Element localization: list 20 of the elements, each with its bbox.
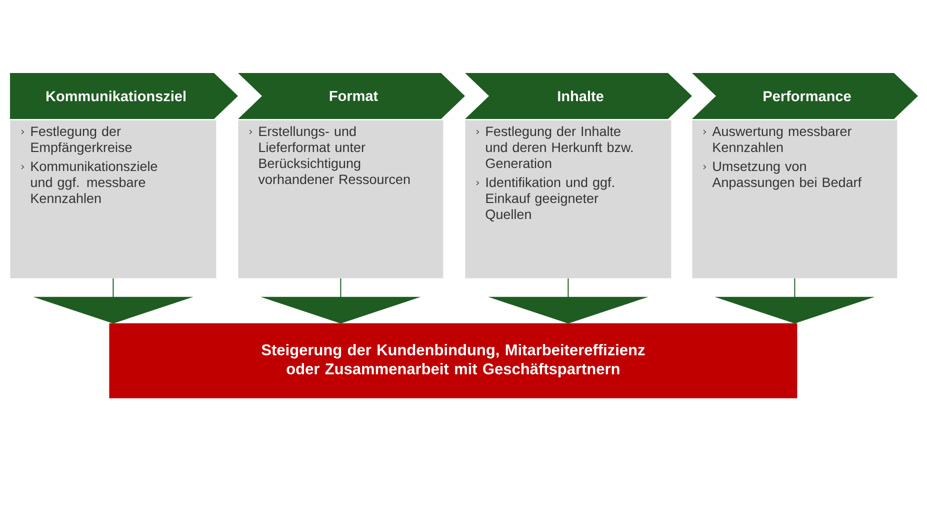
content-box [465,120,672,278]
chevron-header: Kommunikationsziel [10,73,238,119]
down-arrow [33,278,194,324]
down-arrow [488,278,648,324]
bullet-text: Festlegung der Inhalte und deren Herkunft bzw. Generation [476,126,633,168]
chevron-header: Performance [692,73,918,119]
bullet-text: Festlegung der Empfängerkreise [21,126,132,155]
chevron-header: Format [238,73,465,119]
content-box [10,120,216,278]
bullet-text: Umsetzung von Anpassungen bei Bedarf [703,162,862,190]
bullet-text: Identifikation und ggf. Einkauf geeigneter Quellen [476,177,614,222]
content-box [692,120,898,278]
down-arrow [260,278,421,324]
content-box [238,120,444,278]
bullet-text: Auswertung messbarer Kennzahlen [703,126,852,152]
bullet-text: Kommunikationsziele und ggf. messbare Kennzahlen [21,161,158,204]
down-arrow [714,278,875,324]
chevron-header: Inhalte [465,73,692,119]
result-box: Steigerung der Kundenbindung, Mitarbeitereffizienz oder Zusammenarbeit mit Geschäftspartnern [109,323,798,398]
bullet-text: Erstellungs- und Lieferformat unter Berücksichtigung vorhandener Ressourcen [249,126,410,184]
